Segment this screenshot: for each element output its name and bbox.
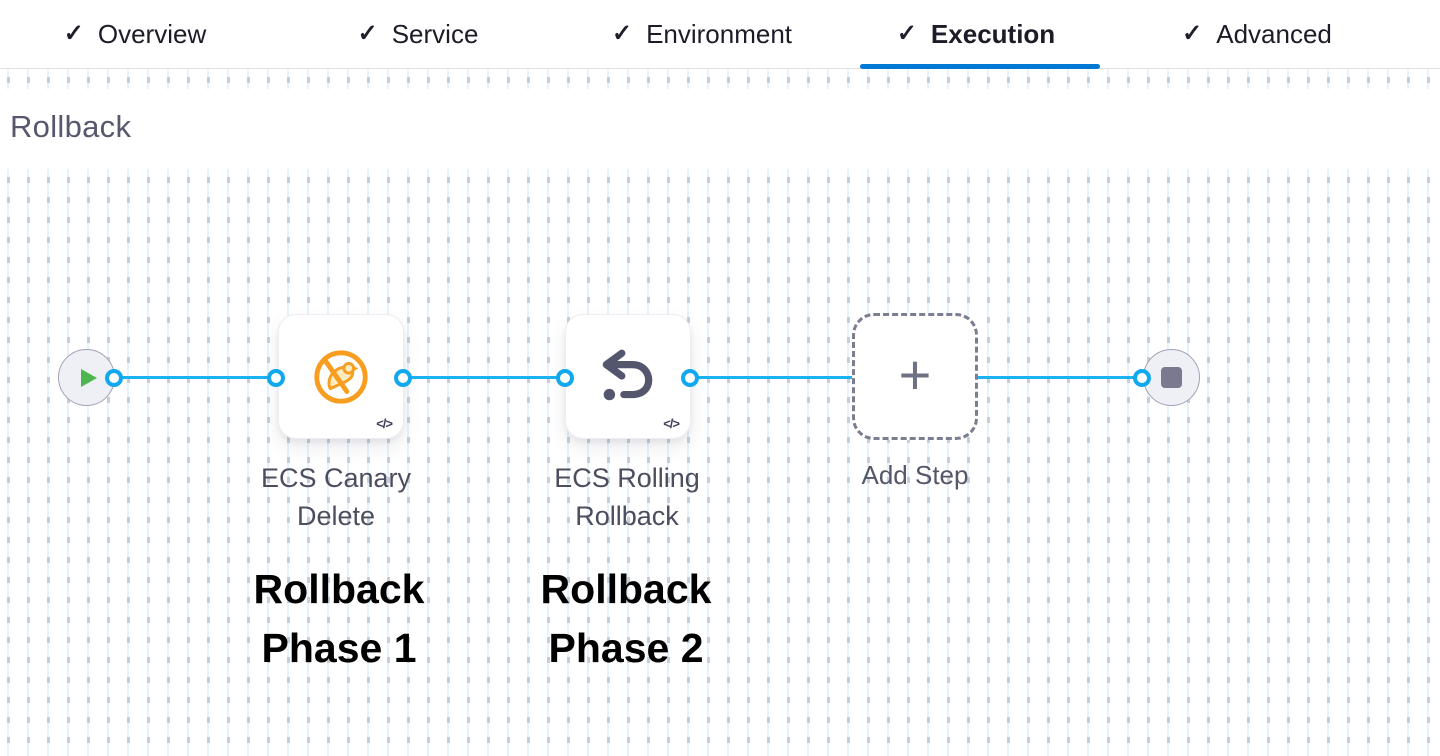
- start-node: [58, 349, 115, 406]
- plus-icon: +: [898, 342, 932, 406]
- tab-advanced[interactable]: ✓ Advanced: [1182, 0, 1332, 68]
- add-step-label: Add Step: [861, 460, 969, 490]
- ecs-rolling-rollback-icon: [602, 349, 653, 400]
- tab-service[interactable]: ✓ Service: [358, 0, 479, 68]
- port-step2-in[interactable]: [556, 368, 574, 387]
- annotation-rollback-phase-2: Rollback Phase 2: [540, 566, 712, 672]
- stop-icon: [1161, 367, 1182, 388]
- check-icon: ✓: [1182, 20, 1203, 47]
- section-title: Rollback: [10, 109, 132, 144]
- tab-label: Overview: [97, 18, 207, 49]
- code-badge-icon: </>: [663, 416, 680, 431]
- port-step1-in[interactable]: [267, 368, 285, 387]
- port-start-out[interactable]: [105, 368, 123, 387]
- tab-label: Environment: [646, 18, 793, 49]
- tab-label: Advanced: [1216, 18, 1332, 49]
- wizard-tab-bar: ✓ Overview ✓ Service ✓ Environment ✓ Exe…: [0, 0, 1440, 69]
- step-card-ecs-canary-delete[interactable]: </>: [278, 314, 404, 439]
- check-icon: ✓: [611, 20, 633, 47]
- check-icon: ✓: [357, 20, 378, 47]
- ecs-canary-delete-icon: [314, 349, 368, 404]
- code-badge-icon: </>: [376, 416, 393, 431]
- tab-label: Service: [391, 18, 479, 49]
- end-node: [1143, 349, 1200, 406]
- port-end-in[interactable]: [1133, 368, 1151, 387]
- play-icon: [81, 368, 97, 387]
- step-label-ecs-rolling-rollback: ECS Rolling Rollback: [554, 463, 700, 531]
- pipeline-canvas: Rollback </>: [0, 69, 1440, 756]
- add-step-button[interactable]: +: [852, 313, 978, 440]
- step-label-ecs-canary-delete: ECS Canary Delete: [260, 463, 412, 531]
- active-tab-indicator: [860, 64, 1100, 69]
- annotation-rollback-phase-1: Rollback Phase 1: [253, 566, 425, 672]
- heading-band: [0, 89, 1440, 169]
- port-step1-out[interactable]: [394, 368, 412, 387]
- tab-overview[interactable]: ✓ Overview: [64, 0, 206, 68]
- tab-execution[interactable]: ✓ Execution: [897, 0, 1055, 68]
- tab-environment[interactable]: ✓ Environment: [612, 0, 792, 68]
- check-icon: ✓: [896, 20, 917, 47]
- step-card-ecs-rolling-rollback[interactable]: </>: [565, 314, 691, 439]
- port-step2-out[interactable]: [681, 368, 699, 387]
- check-icon: ✓: [63, 20, 84, 47]
- tab-label: Execution: [930, 18, 1056, 49]
